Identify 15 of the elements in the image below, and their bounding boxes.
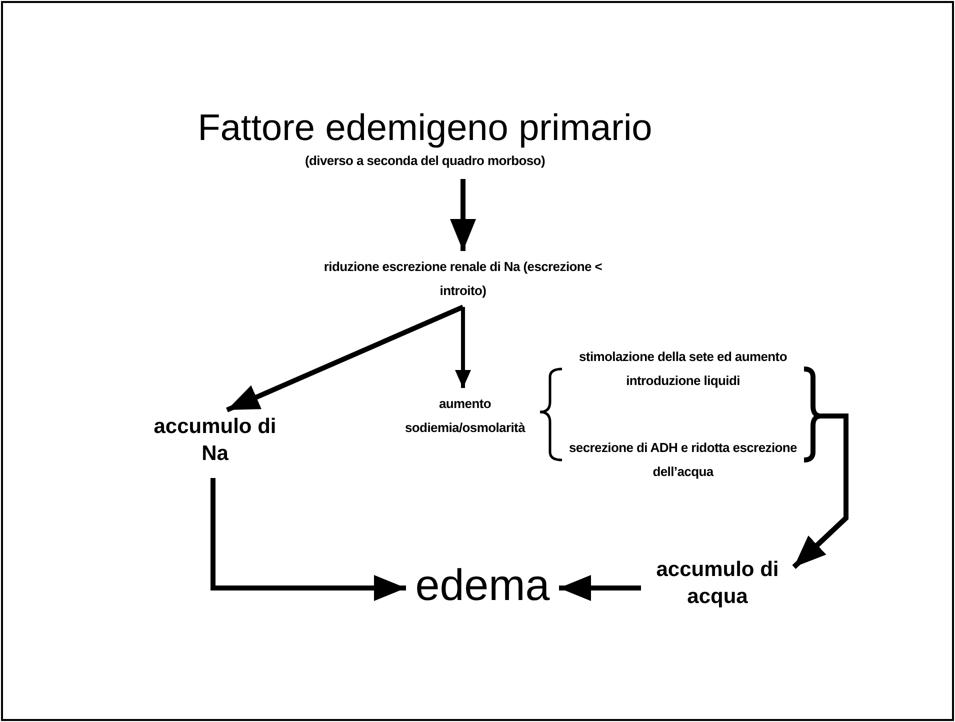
arrow <box>455 307 471 388</box>
flow-text: accumulo di Na <box>150 412 280 468</box>
flow-text: accumulo di acqua <box>645 555 790 611</box>
subtitle-text: (diverso a seconda del quadro morboso) <box>305 153 545 168</box>
flow-text: stimolazione della sete ed aumento introduzione liquidi <box>562 345 804 393</box>
arrow <box>559 575 641 601</box>
flow-text: riduzione escrezione renale di Na (escrezione < introito) <box>318 255 608 303</box>
arrow <box>226 304 464 412</box>
arrow <box>210 478 406 601</box>
flow-text: aumento sodiemia/osmolarità <box>390 392 540 440</box>
arrow <box>792 414 848 569</box>
title-text: Fattore edemigeno primario <box>198 107 652 149</box>
flow-text: secrezione di ADH e ridotta escrezione dell’acqua <box>562 436 804 484</box>
arrow <box>450 179 476 251</box>
outcome-text: edema <box>410 560 555 612</box>
